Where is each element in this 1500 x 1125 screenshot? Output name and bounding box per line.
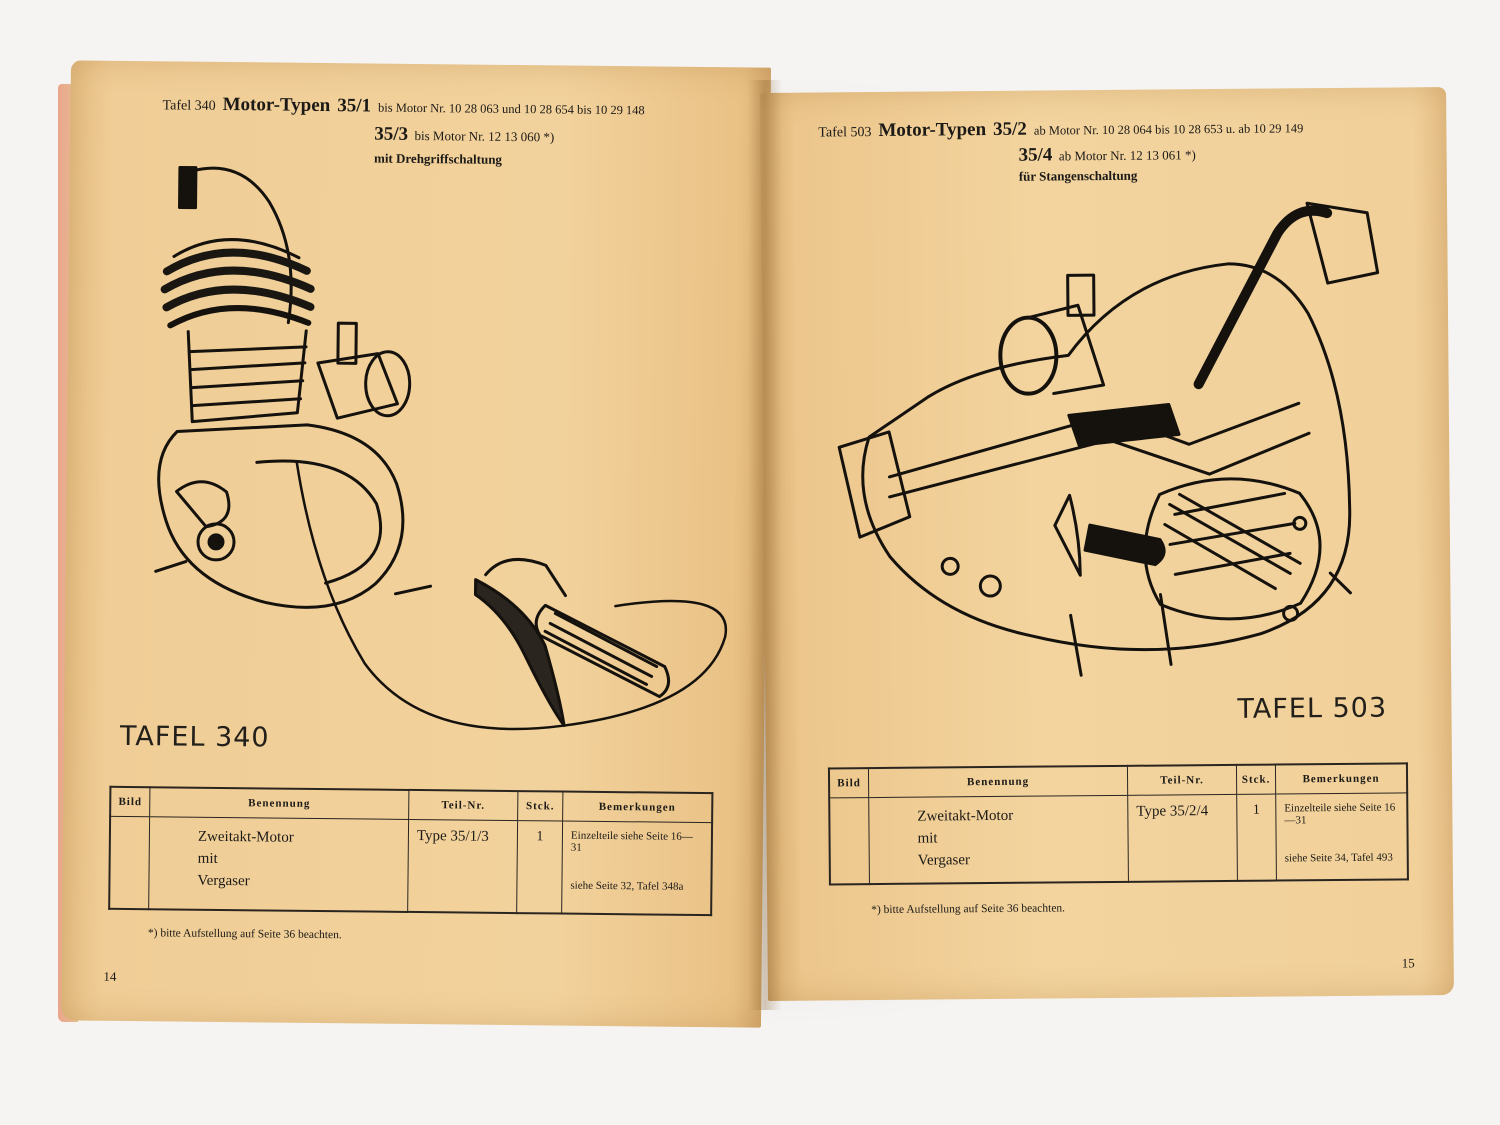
left-footnote: *) bitte Aufstellung auf Seite 36 beacht…: [147, 927, 342, 942]
th-bild: Bild: [110, 786, 150, 817]
left-header-line1: Tafel 340 Motor-Typen 35/1 bis Motor Nr.…: [162, 93, 644, 120]
right-tafel-label: Tafel 503: [818, 125, 872, 141]
cell-teil-nr: Type 35/1/3: [407, 819, 518, 913]
table-row: Zweitakt-Motor mit Vergaser Type 35/1/3 …: [109, 816, 713, 915]
bemerkung-1: Einzelteile siehe Seite 16—31: [570, 829, 693, 854]
th-stck: Stck.: [517, 791, 563, 822]
right-header-line1: Tafel 503 Motor-Typen 35/2 ab Motor Nr. …: [818, 116, 1303, 142]
th-teil-nr: Teil-Nr.: [1127, 764, 1237, 796]
th-teil-nr: Teil-Nr.: [408, 789, 518, 821]
engine-with-rod-shift-icon: [837, 201, 1380, 677]
left-page-number: 14: [103, 968, 117, 984]
right-page: Tafel 503 Motor-Typen 35/2 ab Motor Nr. …: [760, 87, 1454, 1001]
engine-with-twist-grip-icon: [154, 166, 728, 731]
benennung-line: Vergaser: [197, 872, 250, 890]
left-parts-table: Bild Benennung Teil-Nr. Stck. Bemerkunge…: [108, 785, 714, 916]
right-subtitle: für Stangenschaltung: [1018, 167, 1138, 184]
cell-bild: [109, 816, 150, 909]
right-type2-range: ab Motor Nr. 12 13 061 *): [1058, 147, 1196, 164]
right-motor-title: Motor-Typen: [878, 119, 987, 141]
left-motor-title: Motor-Typen: [222, 93, 331, 117]
right-type2: 35/4: [1018, 144, 1053, 166]
benennung-line: Vergaser: [917, 852, 971, 869]
benennung-line: Zweitakt-Motor: [197, 828, 294, 846]
bemerkung-1: Einzelteile siehe Seite 16—31: [1284, 801, 1396, 827]
cell-benennung: Zweitakt-Motor mit Vergaser: [868, 795, 1129, 884]
th-bemerkungen: Bemerkungen: [562, 791, 713, 823]
cell-stck: 1: [516, 820, 563, 914]
th-stck: Stck.: [1236, 764, 1276, 795]
th-benennung: Benennung: [149, 787, 409, 820]
benennung-line: Zweitakt-Motor: [917, 807, 1014, 825]
cell-benennung: Zweitakt-Motor mit Vergaser: [148, 816, 409, 912]
right-figure-label: TAFEL 503: [1237, 692, 1388, 725]
cell-bemerkungen: Einzelteile siehe Seite 16—31 siehe Seit…: [561, 821, 713, 915]
benennung-line: mit: [917, 830, 938, 847]
th-benennung: Benennung: [868, 765, 1128, 798]
benennung-line: mit: [197, 850, 218, 867]
left-page: Tafel 340 Motor-Typen 35/1 bis Motor Nr.…: [60, 60, 772, 1028]
left-type1-range: bis Motor Nr. 10 28 063 und 10 28 654 bi…: [377, 100, 645, 118]
cell-bild: [829, 797, 870, 884]
left-header-line2: 35/3 bis Motor Nr. 12 13 060 *): [374, 124, 554, 148]
left-type2-range: bis Motor Nr. 12 13 060 *): [414, 127, 555, 145]
bemerkung-2: siehe Seite 34, Tafel 493: [1284, 851, 1393, 865]
table-row: Zweitakt-Motor mit Vergaser Type 35/2/4 …: [829, 792, 1408, 884]
left-type1: 35/1: [337, 95, 372, 117]
left-type2: 35/3: [374, 123, 409, 145]
left-figure-label: TAFEL 340: [119, 720, 270, 754]
right-header-line2: 35/4 ab Motor Nr. 12 13 061 *): [1019, 143, 1196, 167]
cell-bemerkungen: Einzelteile siehe Seite 16—31 siehe Seit…: [1275, 792, 1408, 881]
book-gutter: [748, 80, 782, 1010]
right-type1-range: ab Motor Nr. 10 28 064 bis 10 28 653 u. …: [1033, 121, 1304, 138]
right-page-number: 15: [1401, 955, 1415, 971]
th-bild: Bild: [828, 768, 869, 798]
right-footnote: *) bitte Aufstellung auf Seite 36 beacht…: [871, 902, 1066, 917]
right-parts-table: Bild Benennung Teil-Nr. Stck. Bemerkunge…: [827, 762, 1409, 885]
bemerkung-2: siehe Seite 32, Tafel 348a: [570, 879, 684, 893]
cell-stck: 1: [1236, 794, 1277, 881]
right-type1: 35/2: [993, 118, 1027, 140]
cell-teil-nr: Type 35/2/4: [1127, 794, 1238, 882]
th-bemerkungen: Bemerkungen: [1275, 763, 1408, 795]
left-tafel-label: Tafel 340: [162, 98, 216, 114]
